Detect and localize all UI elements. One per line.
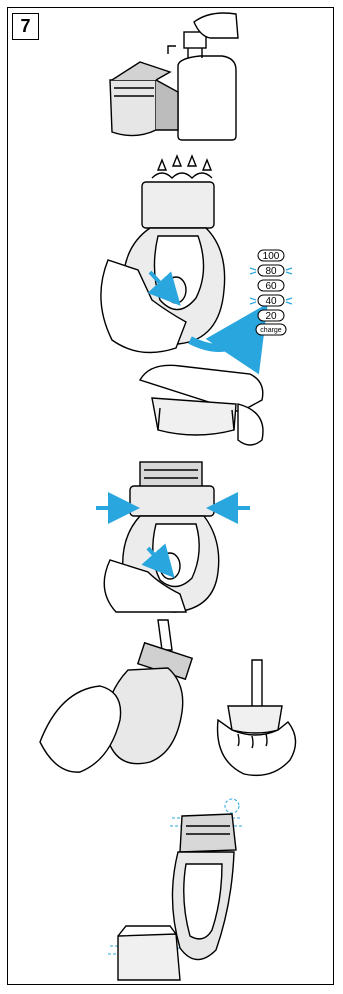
soap-panel (110, 13, 238, 140)
foam-shaver-panel (101, 156, 250, 353)
soap-bottle-icon (178, 56, 236, 140)
battery-indicator (250, 250, 292, 335)
level-charge: charge (260, 327, 282, 334)
blade-unit (140, 462, 202, 488)
level-60: 60 (265, 281, 277, 292)
shaver-head (130, 486, 214, 516)
water-drops-icon (158, 156, 211, 170)
foil-frame-rinse (228, 706, 282, 733)
blade-release-panel (96, 462, 250, 612)
shaver-head (180, 814, 236, 852)
foil-frame (118, 934, 180, 980)
hand-left (40, 686, 121, 772)
shaver-head (142, 182, 214, 228)
water-stream-2 (252, 660, 262, 710)
hand-right (238, 404, 263, 445)
foil-frame-panel (140, 365, 263, 445)
level-20: 20 (265, 311, 277, 322)
rinse-panel (40, 620, 296, 775)
foil-frame (152, 398, 236, 435)
level-80: 80 (265, 266, 277, 277)
water-stream (158, 620, 172, 650)
drying-panel (108, 799, 242, 980)
level-100: 100 (263, 251, 280, 262)
level-40: 40 (265, 296, 277, 307)
